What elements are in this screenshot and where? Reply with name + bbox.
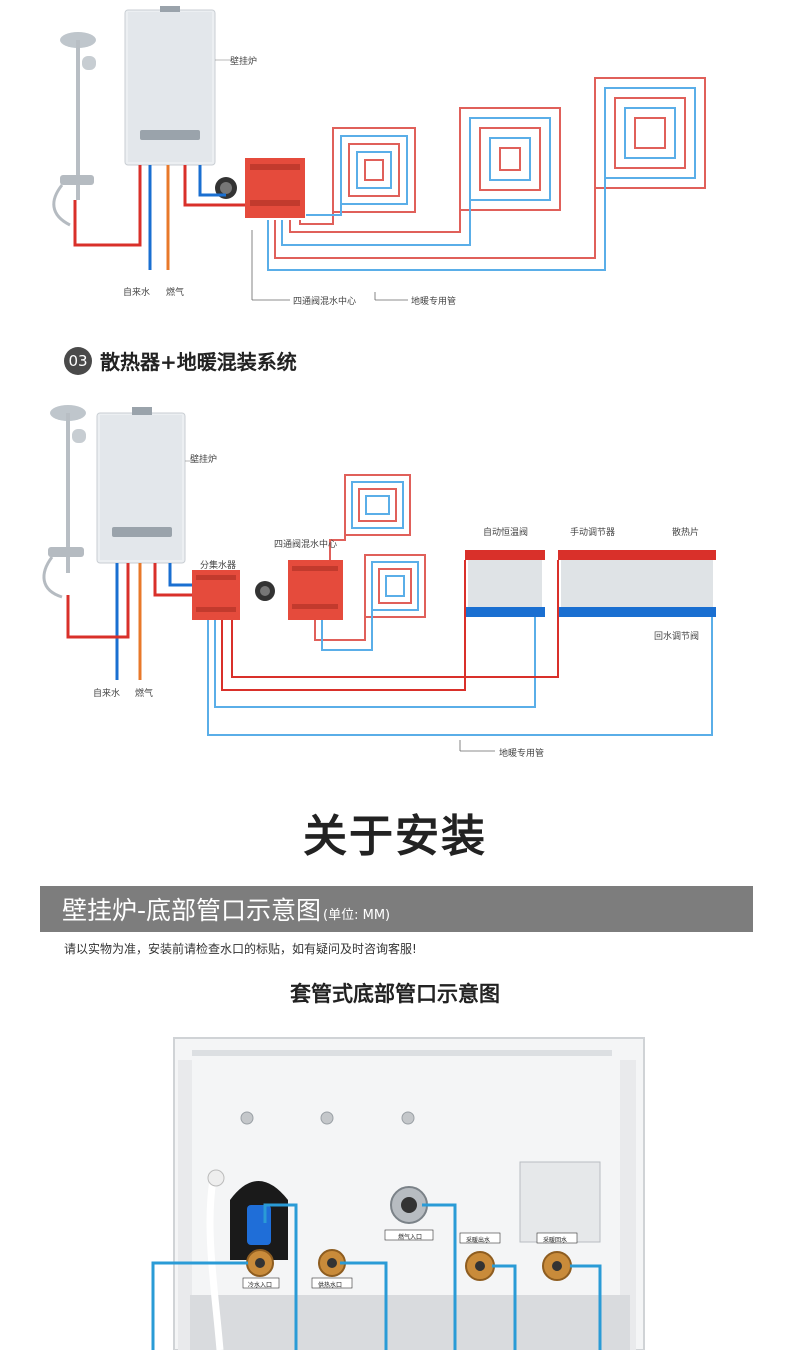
water-in-label: 自来水	[123, 288, 151, 298]
gas-inlet-label: 燃气入口	[398, 1234, 423, 1241]
shower-icon	[52, 32, 96, 227]
mixing-center-label: 四通阀混水中心	[293, 297, 357, 307]
cold-water-label: 冷水入口	[248, 1282, 273, 1289]
floor-coil-3	[594, 77, 706, 189]
notice-text: 请以实物为准，安装前请检查水口的标贴，如有疑问及时咨询客服!	[64, 942, 417, 956]
wall-boiler	[96, 407, 186, 564]
banner-title: 壁挂炉-底部管口示意图	[62, 896, 322, 925]
water-in-label: 自来水	[93, 689, 121, 699]
return-valve-label: 回水调节阀	[654, 632, 700, 642]
section-banner: 壁挂炉-底部管口示意图 (单位: MM)	[40, 886, 753, 932]
gas-inlet-fitting	[390, 1186, 428, 1224]
hot-water-label: 供热水口	[318, 1282, 343, 1289]
manual-valve-label: 手动调节器	[570, 528, 616, 538]
diagram-subtitle: 套管式底部管口示意图	[290, 982, 500, 1006]
manifold-label: 分集水器	[200, 561, 237, 571]
mixing-manifold	[255, 560, 343, 620]
section-heading: 03 散热器+地暖混装系统	[64, 346, 297, 375]
floor-heating-diagram	[52, 6, 706, 301]
water-distributor	[192, 570, 240, 620]
wall-boiler	[124, 6, 216, 166]
banner-unit: (单位: MM)	[323, 908, 391, 923]
heating-return-label: 采暖回水	[543, 1237, 568, 1244]
radiator-2	[558, 550, 716, 617]
radiator-1	[465, 550, 545, 617]
mixing-center-label: 四通阀混水中心	[274, 540, 338, 550]
boiler-bottom-photo	[151, 1037, 645, 1350]
floor-pipe-label: 地暖专用管	[411, 297, 457, 307]
mixing-manifold	[215, 158, 305, 218]
pressure-valve-icon	[230, 1181, 288, 1260]
floor-coil-1	[332, 127, 416, 213]
boiler-label: 壁挂炉	[190, 455, 218, 465]
install-title: 关于安装	[303, 811, 487, 862]
radiator-label: 散热片	[672, 528, 700, 538]
gas-label: 燃气	[135, 689, 154, 699]
section-number-badge: 03	[64, 346, 92, 375]
floor-coil-2	[459, 107, 561, 211]
heating-out-label: 采暖出水	[466, 1237, 491, 1244]
shower-icon	[42, 405, 86, 599]
gas-label: 燃气	[166, 288, 185, 298]
floor-pipe-label: 地暖专用管	[499, 749, 545, 759]
section-title: 散热器+地暖混装系统	[100, 350, 297, 374]
boiler-label: 壁挂炉	[230, 57, 258, 67]
mixed-system-diagram	[42, 405, 716, 752]
thermostatic-valve-label: 自动恒温阀	[483, 528, 529, 538]
